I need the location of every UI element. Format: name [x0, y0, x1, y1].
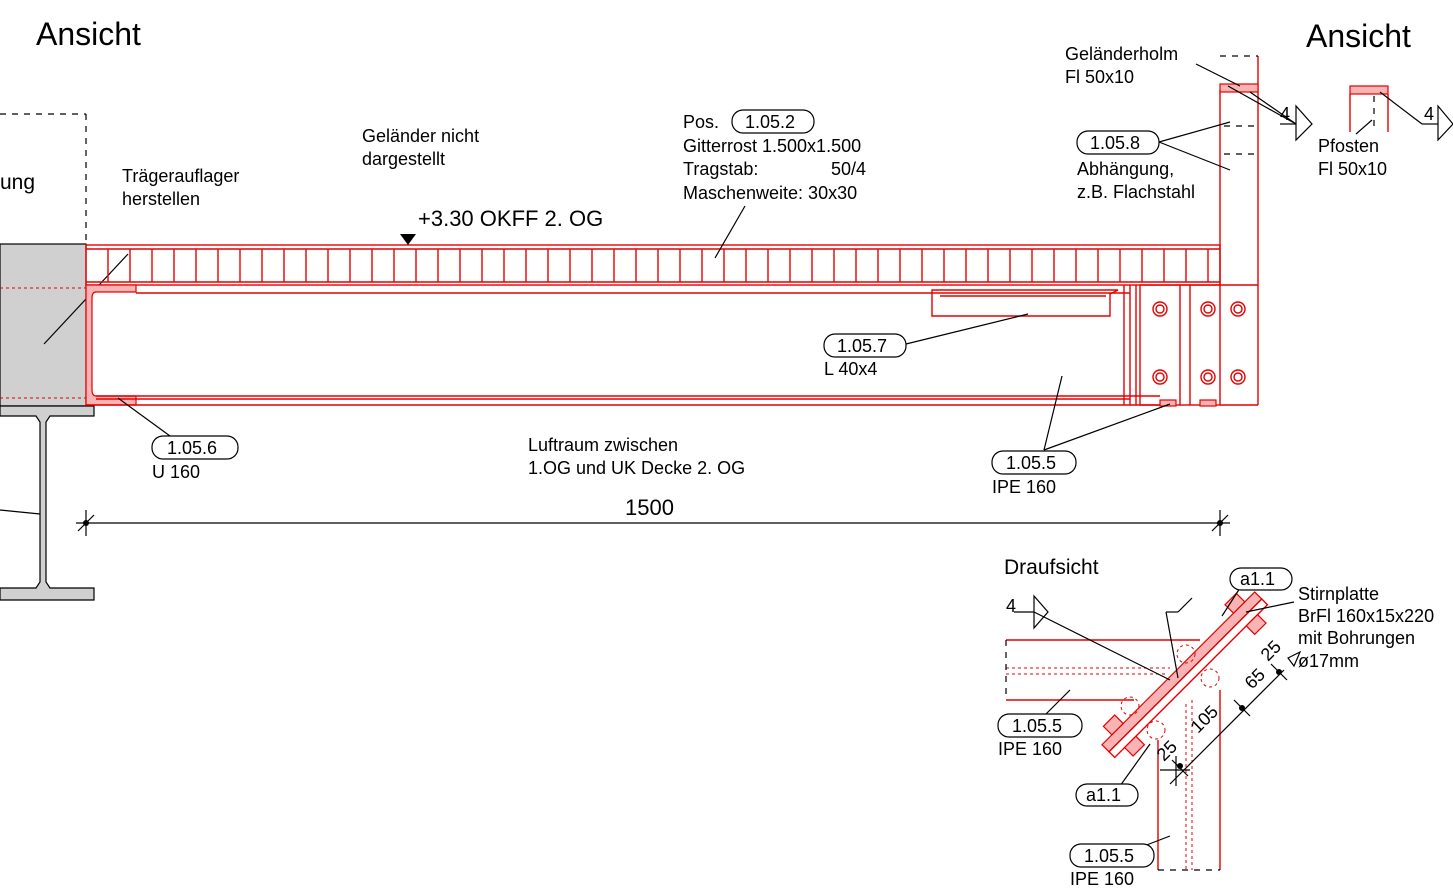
label-luftraum-2: 1.OG und UK Decke 2. OG — [528, 458, 745, 478]
pfosten-detail — [1349, 85, 1389, 132]
label-dim-25-b: 25 — [1257, 637, 1285, 665]
label-abhaengung-2: z.B. Flachstahl — [1077, 182, 1195, 202]
label-stirnplatte-1: Stirnplatte — [1298, 584, 1379, 604]
bolt-icon — [1152, 369, 1168, 385]
bolt-icon — [1200, 301, 1216, 317]
bolt-icon — [1155, 372, 1165, 382]
gitterrost-grating — [85, 244, 1221, 286]
label-stirnplatte-2: BrFl 160x15x220 — [1298, 606, 1434, 626]
label-gelaenderholm-1: Geländerholm — [1065, 44, 1178, 64]
bolt-icon — [1200, 369, 1216, 385]
dimension-1500 — [76, 510, 1230, 536]
label-weld-4-plan: 4 — [1006, 596, 1016, 616]
label-pos-1052: 1.05.2 — [745, 112, 795, 132]
pos-1055-bubble-3 — [1069, 843, 1155, 868]
bolt-icon — [1230, 301, 1246, 317]
label-pos-1055-1: 1.05.5 — [1006, 453, 1056, 473]
left-wall — [0, 113, 129, 407]
pos-1057-bubble — [823, 333, 907, 358]
svg-text:4: 4 — [1424, 104, 1434, 124]
pos-1055-bubble-2 — [997, 713, 1083, 738]
label-a11-2: a1.1 — [1086, 785, 1121, 805]
label-ipe160-3: IPE 160 — [1070, 869, 1134, 888]
label-stirnplatte-4: ø17mm — [1298, 651, 1359, 671]
label-gelaender-2: dargestellt — [362, 149, 445, 169]
label-pfosten-1: Pfosten — [1318, 136, 1379, 156]
bolt-icon — [1155, 304, 1165, 314]
bolt-icon — [1203, 372, 1213, 382]
ipe160-beam-elevation — [86, 292, 1160, 406]
bolt-icon — [1203, 304, 1213, 314]
label-gitterrost-2: Tragstab: — [683, 159, 758, 179]
bolt-icon — [1233, 304, 1243, 314]
label-dim-25-a: 25 — [1153, 737, 1181, 765]
u160-channel — [85, 284, 137, 406]
pos-1056-bubble — [151, 435, 239, 460]
label-gelaender-1: Geländer nicht — [362, 126, 479, 146]
label-traegerauflager-2: herstellen — [122, 189, 200, 209]
title-ansicht-right: Ansicht — [1306, 18, 1411, 54]
label-pos-1055-3: 1.05.5 — [1084, 846, 1134, 866]
label-gitterrost-4: Maschenweite: 30x30 — [683, 183, 857, 203]
label-abhaengung-1: Abhängung, — [1077, 159, 1174, 179]
pos-1052-bubble — [731, 109, 815, 134]
label-pos-1056: 1.05.6 — [167, 438, 217, 458]
label-pos-1058: 1.05.8 — [1090, 133, 1140, 153]
label-traegerauflager-1: Trägerauflager — [122, 166, 239, 186]
svg-text:4: 4 — [1280, 104, 1290, 124]
a11-bubble-2 — [1075, 783, 1139, 807]
steel-column — [0, 405, 95, 601]
title-draufsicht: Draufsicht — [1004, 556, 1099, 579]
label-u160: U 160 — [152, 462, 200, 482]
bolt-icon — [1230, 369, 1246, 385]
draufsicht-plan — [1005, 587, 1302, 871]
label-pos-1057: 1.05.7 — [837, 336, 887, 356]
label-luftraum-1: Luftraum zwischen — [528, 435, 678, 455]
label-gitterrost-1: Gitterrost 1.500x1.500 — [683, 136, 861, 156]
l40x4-angle — [931, 289, 1119, 317]
label-pfosten-2: Fl 50x10 — [1318, 159, 1387, 179]
end-connection — [1123, 284, 1259, 407]
label-ipe160-2: IPE 160 — [998, 739, 1062, 759]
pos-1055-bubble-1 — [991, 450, 1077, 475]
label-ipe160-1: IPE 160 — [992, 477, 1056, 497]
abhaengung-hanger — [1219, 55, 1259, 285]
label-level: +3.30 OKFF 2. OG — [418, 206, 603, 231]
label-stirnplatte-3: mit Bohrungen — [1298, 628, 1415, 648]
label-gelaenderholm-2: Fl 50x10 — [1065, 67, 1134, 87]
weld-symbols: 4 4 — [1227, 85, 1453, 142]
label-left-partial: ung — [0, 171, 35, 194]
label-a11-1: a1.1 — [1240, 569, 1275, 589]
label-pos-1055-2: 1.05.5 — [1012, 716, 1062, 736]
label-gitterrost-3: 50/4 — [831, 159, 866, 179]
a11-bubble-1 — [1229, 567, 1293, 591]
bolt-icon — [1152, 301, 1168, 317]
label-pos: Pos. — [683, 112, 719, 132]
label-dim-1500: 1500 — [625, 495, 674, 520]
label-l40x4: L 40x4 — [824, 359, 877, 379]
level-marker-icon — [400, 234, 416, 245]
title-ansicht-left: Ansicht — [36, 16, 141, 52]
bolt-icon — [1233, 372, 1243, 382]
